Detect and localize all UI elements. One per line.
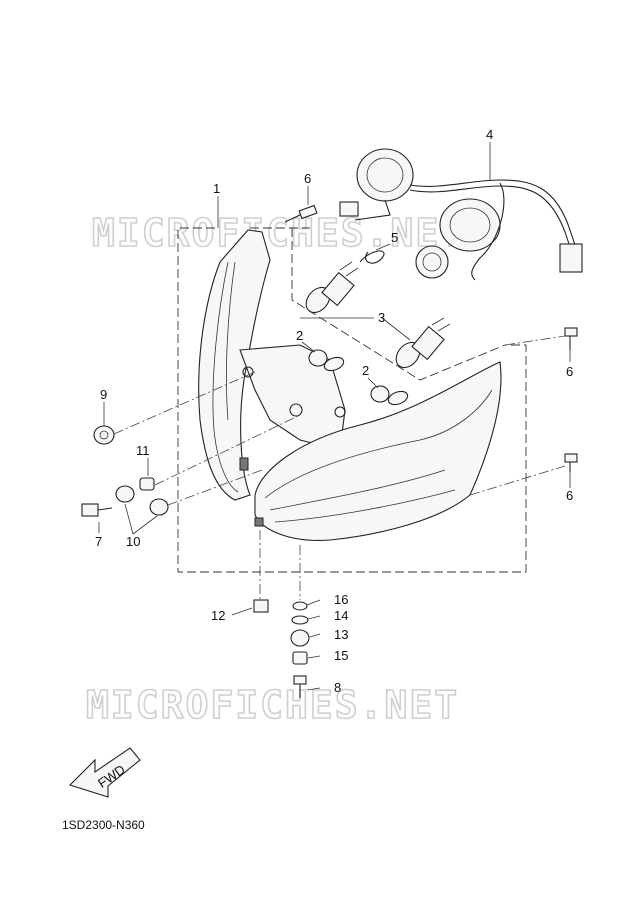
bulb-clip	[359, 250, 385, 264]
callout-6-top: 6	[304, 171, 311, 186]
position-lamp-sockets	[308, 349, 409, 406]
callout-2-lower: 2	[362, 363, 369, 378]
callout-1: 1	[213, 181, 220, 196]
callout-5: 5	[391, 230, 398, 245]
callout-7: 7	[95, 534, 102, 549]
screws-6	[284, 204, 578, 472]
mounting-hardware-bottom	[253, 599, 310, 698]
diagram-code: 1SD2300-N360	[62, 818, 145, 832]
callout-10: 10	[126, 534, 140, 549]
fwd-arrow: FWD	[68, 747, 141, 798]
callout-9: 9	[100, 387, 107, 402]
callout-6-right-lower: 6	[566, 488, 573, 503]
headlight-assembly	[198, 229, 502, 541]
callout-14: 14	[334, 608, 348, 623]
callout-4: 4	[486, 127, 493, 142]
watermark-top: MICROFICHES.NET	[92, 211, 465, 255]
callout-8: 8	[334, 680, 341, 695]
mounting-hardware-left	[81, 425, 169, 517]
callout-6-right-upper: 6	[566, 364, 573, 379]
headlight-bulbs	[305, 261, 451, 369]
callout-labels: 1 6 4 5 3 2 2 6 6 9 11 7 10 12 16 14 13 …	[95, 127, 573, 695]
wire-harness	[339, 148, 583, 281]
leader-lines	[113, 335, 566, 600]
callout-15: 15	[334, 648, 348, 663]
assembly-boundary	[177, 227, 527, 573]
callout-2-upper: 2	[296, 328, 303, 343]
callout-16: 16	[334, 592, 348, 607]
watermark-bottom: MICROFICHES.NET	[86, 683, 459, 727]
callout-11: 11	[136, 443, 150, 458]
callout-12: 12	[211, 608, 225, 623]
callout-13: 13	[334, 627, 348, 642]
callout-leaders	[98, 142, 571, 691]
callout-3: 3	[378, 310, 385, 325]
